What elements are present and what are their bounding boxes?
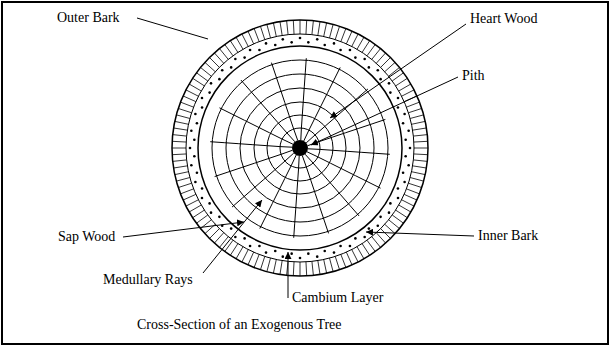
part-label: Inner Bark [478,228,538,244]
part-label: Heart Wood [470,11,537,27]
figure-caption: Cross-Section of an Exogenous Tree [137,317,342,333]
part-label: Cambium Layer [292,290,383,306]
part-label: Medullary Rays [103,272,193,288]
part-label: Outer Bark [57,10,120,26]
part-label: Pith [462,68,485,84]
part-label: Sap Wood [58,229,115,245]
